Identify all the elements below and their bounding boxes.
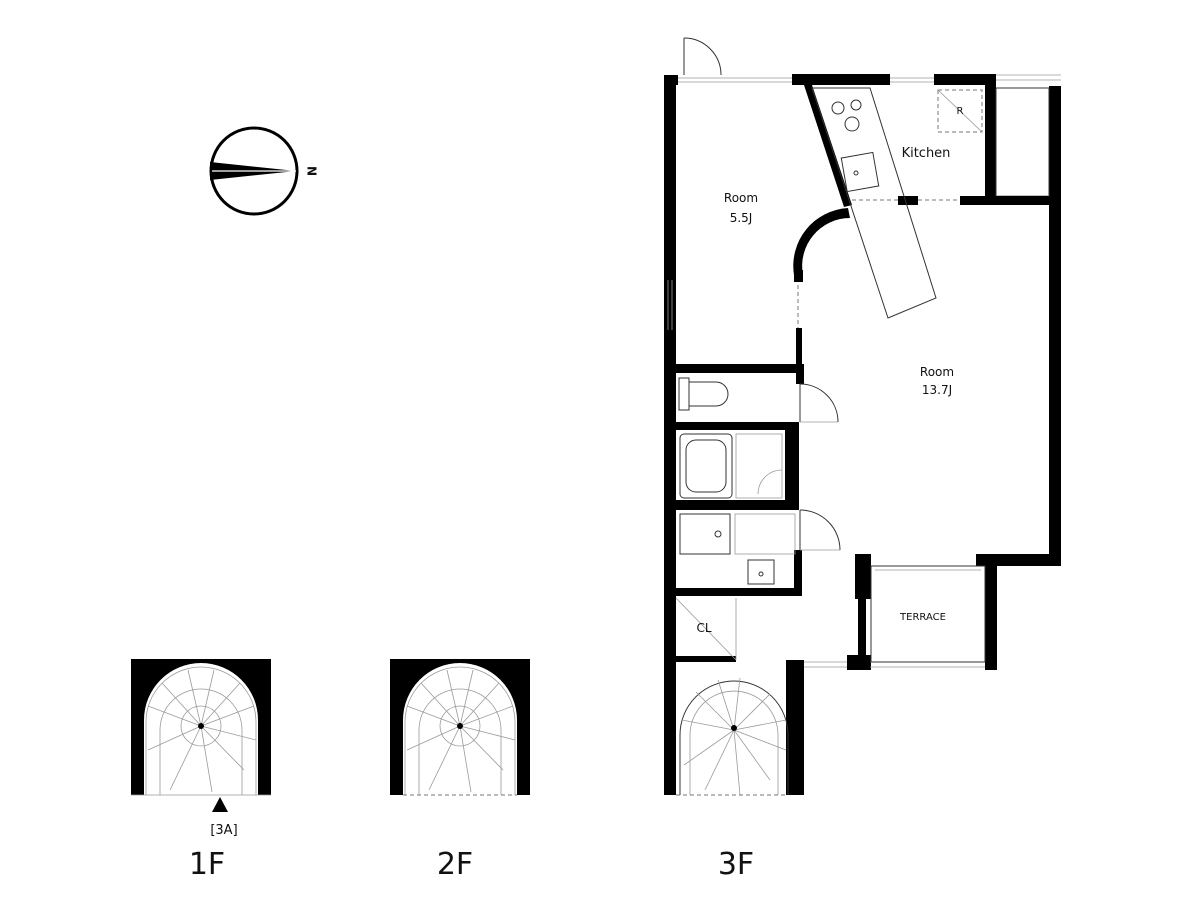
kitchen-counter bbox=[811, 87, 937, 319]
toilet-door bbox=[799, 383, 839, 423]
wall-southeast bbox=[976, 554, 1061, 566]
floor-2f-plan bbox=[390, 659, 530, 796]
north-label: N bbox=[305, 166, 319, 176]
stove-icon bbox=[831, 99, 862, 132]
entrance-label: [3A] bbox=[210, 823, 237, 838]
fridge-label: R bbox=[957, 106, 964, 117]
compass: N bbox=[209, 126, 319, 216]
stair-3f bbox=[676, 677, 789, 796]
entrance-arrow-icon bbox=[212, 797, 228, 812]
washbasin-icon bbox=[747, 559, 775, 585]
kitchen-name: Kitchen bbox=[902, 146, 951, 161]
washroom-door bbox=[799, 509, 841, 551]
wall-terrace-east bbox=[985, 554, 997, 670]
room-large-size: 13.7J bbox=[922, 383, 952, 397]
wall-north-2 bbox=[934, 74, 996, 85]
floor-label-1f: 1F bbox=[189, 847, 225, 882]
wall-kitchen-east bbox=[985, 74, 996, 205]
kitchen-diagonal-wall bbox=[804, 85, 852, 207]
sink-icon bbox=[840, 151, 880, 193]
floor-label-3f: 3F bbox=[718, 847, 754, 882]
floor-3f-plan: R Room 5.5J Kitchen Room 13.7J bbox=[664, 37, 1061, 796]
wall-stair-east bbox=[786, 660, 804, 795]
room-large-name: Room bbox=[920, 365, 954, 379]
wall-east bbox=[1049, 86, 1061, 566]
entrance-door bbox=[683, 37, 722, 76]
toilet-icon bbox=[678, 377, 729, 411]
closet-label: CL bbox=[696, 621, 711, 635]
wall-north-1 bbox=[792, 74, 890, 85]
floor-label-2f: 2F bbox=[437, 847, 473, 882]
fridge: R bbox=[937, 89, 983, 133]
floor-1f-plan: [3A] bbox=[131, 659, 271, 838]
bathtub-icon bbox=[679, 433, 733, 499]
washing-machine-area bbox=[679, 513, 796, 555]
wall-west bbox=[664, 75, 676, 795]
curved-wall bbox=[793, 208, 850, 275]
room-small-name: Room bbox=[724, 191, 758, 205]
terrace-label: TERRACE bbox=[899, 612, 946, 623]
room-small-size: 5.5J bbox=[730, 211, 753, 225]
